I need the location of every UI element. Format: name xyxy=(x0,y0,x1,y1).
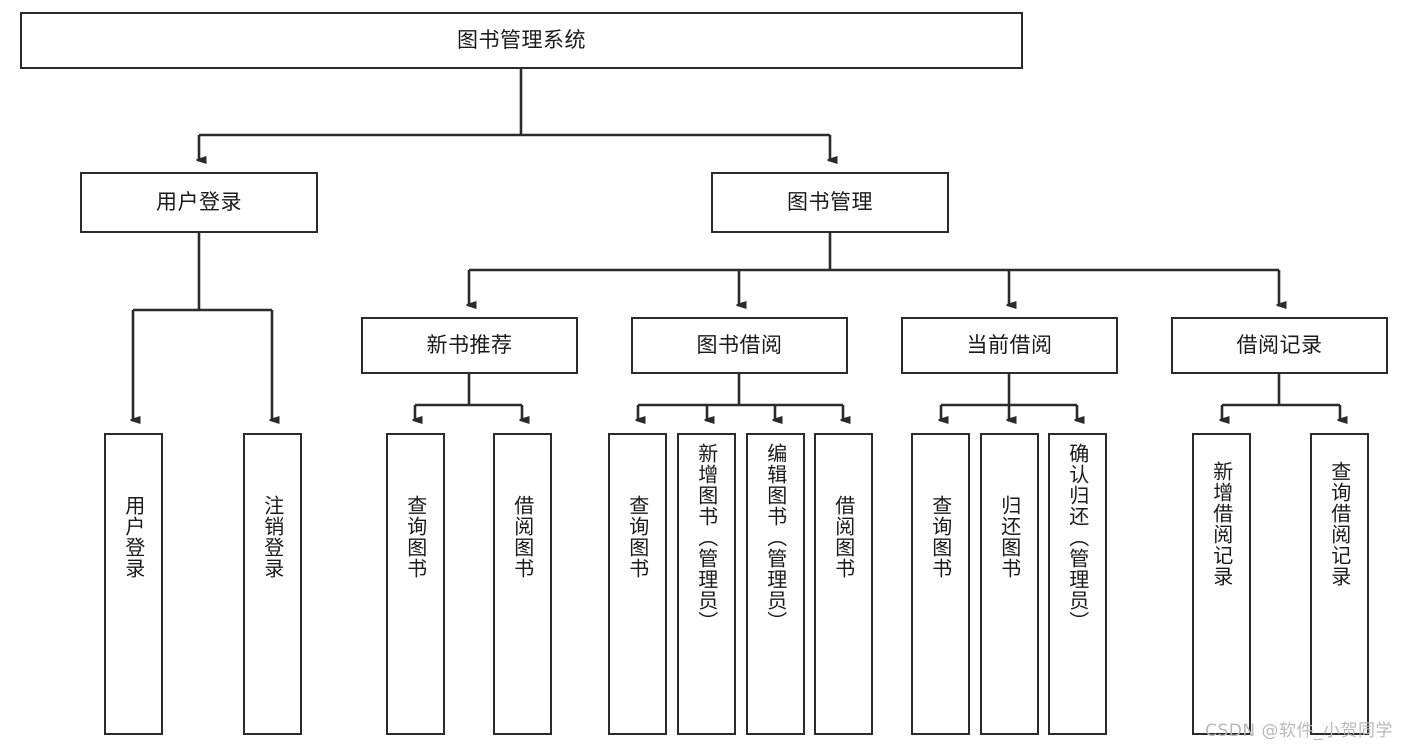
leaf-logout-login[interactable]: 注销登录 xyxy=(243,433,302,735)
leaf-return-book[interactable]: 归还图书 xyxy=(980,433,1039,735)
leaf-user-login-label: 用户登录 xyxy=(121,495,146,579)
csdn-watermark: CSDN @软件_小贺同学 xyxy=(1205,721,1393,741)
node-root[interactable]: 图书管理系统 xyxy=(20,12,1023,69)
node-current-borrow-label: 当前借阅 xyxy=(966,332,1053,357)
node-borrow-record[interactable]: 借阅记录 xyxy=(1171,317,1388,374)
node-user-login-label: 用户登录 xyxy=(156,189,242,214)
leaf-borrow-book-1[interactable]: 借阅图书 xyxy=(493,433,552,735)
node-book-manage-label: 图书管理 xyxy=(787,189,873,214)
leaf-add-book-label: 新增图书（管理员） xyxy=(694,443,719,632)
leaf-return-book-label: 归还图书 xyxy=(997,495,1022,579)
leaf-user-login[interactable]: 用户登录 xyxy=(104,433,163,735)
leaf-add-book[interactable]: 新增图书（管理员） xyxy=(677,433,736,735)
leaf-add-record-label: 新增借阅记录 xyxy=(1209,461,1234,587)
leaf-add-record[interactable]: 新增借阅记录 xyxy=(1192,433,1251,735)
leaf-query-record[interactable]: 查询借阅记录 xyxy=(1310,433,1369,735)
leaf-query-record-label: 查询借阅记录 xyxy=(1327,461,1352,587)
leaf-borrow-book-2[interactable]: 借阅图书 xyxy=(814,433,873,735)
node-borrow-record-label: 借阅记录 xyxy=(1236,332,1323,357)
node-book-manage[interactable]: 图书管理 xyxy=(711,172,949,233)
leaf-query-book-3-label: 查询图书 xyxy=(928,495,953,579)
leaf-edit-book[interactable]: 编辑图书（管理员） xyxy=(746,433,805,735)
leaf-confirm-return[interactable]: 确认归还（管理员） xyxy=(1048,433,1107,735)
leaf-edit-book-label: 编辑图书（管理员） xyxy=(763,443,788,632)
leaf-borrow-book-2-label: 借阅图书 xyxy=(831,495,856,579)
leaf-borrow-book-1-label: 借阅图书 xyxy=(510,495,535,579)
node-book-borrow-label: 图书借阅 xyxy=(696,332,783,357)
node-book-borrow[interactable]: 图书借阅 xyxy=(631,317,848,374)
node-user-login[interactable]: 用户登录 xyxy=(80,172,318,233)
node-root-label: 图书管理系统 xyxy=(457,27,586,52)
leaf-logout-login-label: 注销登录 xyxy=(260,495,285,579)
leaf-query-book-3[interactable]: 查询图书 xyxy=(911,433,970,735)
leaf-query-book-2[interactable]: 查询图书 xyxy=(608,433,667,735)
node-new-book-recommend[interactable]: 新书推荐 xyxy=(361,317,578,374)
leaf-query-book-2-label: 查询图书 xyxy=(625,495,650,579)
node-current-borrow[interactable]: 当前借阅 xyxy=(901,317,1118,374)
leaf-confirm-return-label: 确认归还（管理员） xyxy=(1065,443,1090,632)
leaf-query-book-1-label: 查询图书 xyxy=(403,495,428,579)
node-new-book-recommend-label: 新书推荐 xyxy=(426,332,513,357)
leaf-query-book-1[interactable]: 查询图书 xyxy=(386,433,445,735)
